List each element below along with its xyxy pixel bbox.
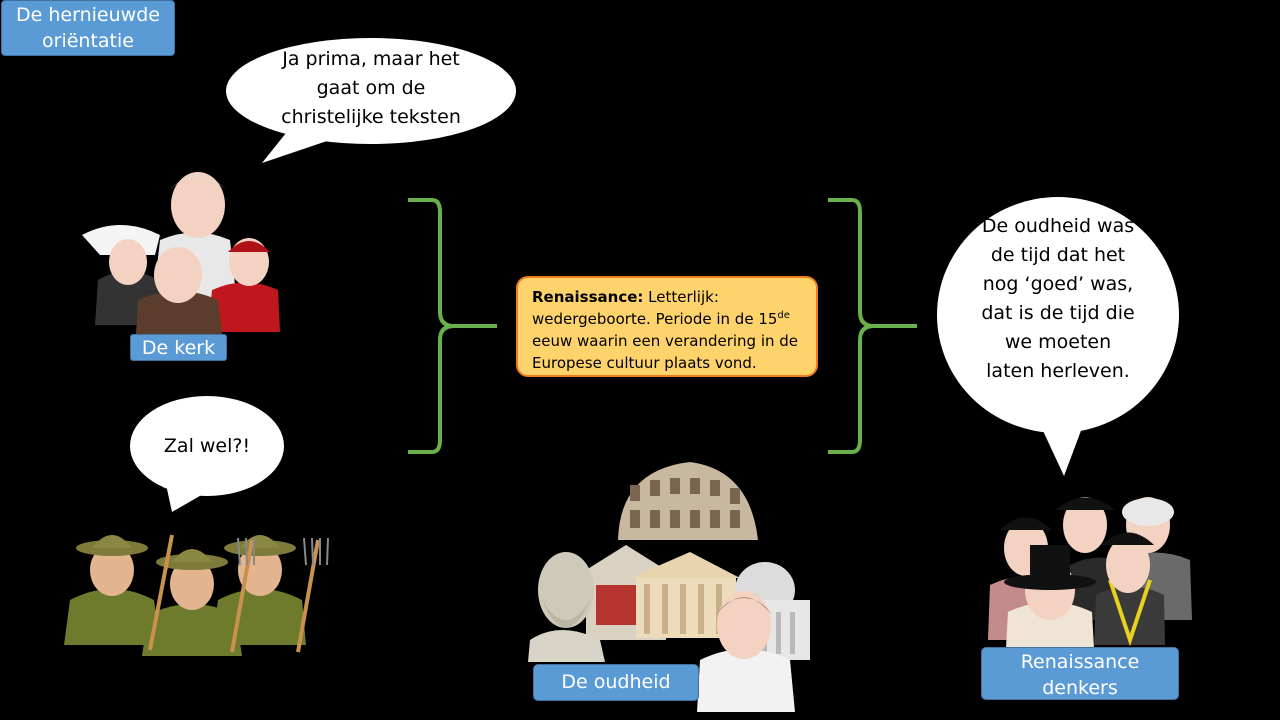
antiquity-label: De oudheid [533, 664, 699, 701]
right-brace [828, 198, 917, 454]
thinkers-label-text: Renaissance denkers [1020, 651, 1140, 699]
left-brace [408, 198, 497, 454]
church-label-text: De kerk [141, 337, 216, 359]
thinkers-bubble-text: De oudheid was de tijd dat het nog ‘goed… [980, 212, 1136, 386]
farmers-bubble-label: Zal wel?! [163, 435, 251, 457]
definition-text-2: eeuw waarin een verandering in de Europe… [532, 332, 799, 372]
thinkers-label: Renaissance denkers [981, 647, 1179, 700]
definition-term: Renaissance: [532, 288, 644, 306]
thinkers-bubble-label: De oudheid was de tijd dat het nog ‘goed… [981, 215, 1135, 382]
clergy-figures [82, 172, 280, 334]
church-bubble-label: Ja prima, maar het gaat om de christelij… [281, 48, 461, 128]
renaissance-definition-box: Renaissance: Letterlijk: wedergeboorte. … [516, 276, 818, 377]
definition-superscript: de [777, 310, 790, 321]
thinkers-figures [988, 497, 1192, 648]
thinkers-speech-bubble [937, 197, 1179, 476]
farmers-bubble-text: Zal wel?! [140, 432, 274, 461]
church-speech-bubble [226, 38, 516, 163]
title-box: De hernieuwde oriëntatie [1, 0, 175, 56]
farmers-figures [64, 534, 329, 656]
antiquity-illustration [528, 462, 810, 712]
antiquity-label-text: De oudheid [561, 671, 671, 693]
title-text: De hernieuwde oriëntatie [16, 4, 160, 52]
farmers-speech-bubble [130, 396, 284, 512]
church-label: De kerk [130, 334, 227, 361]
church-bubble-text: Ja prima, maar het gaat om de christelij… [266, 45, 476, 132]
definition-text-1: Letterlijk: wedergeboorte. Periode in de… [532, 288, 778, 328]
